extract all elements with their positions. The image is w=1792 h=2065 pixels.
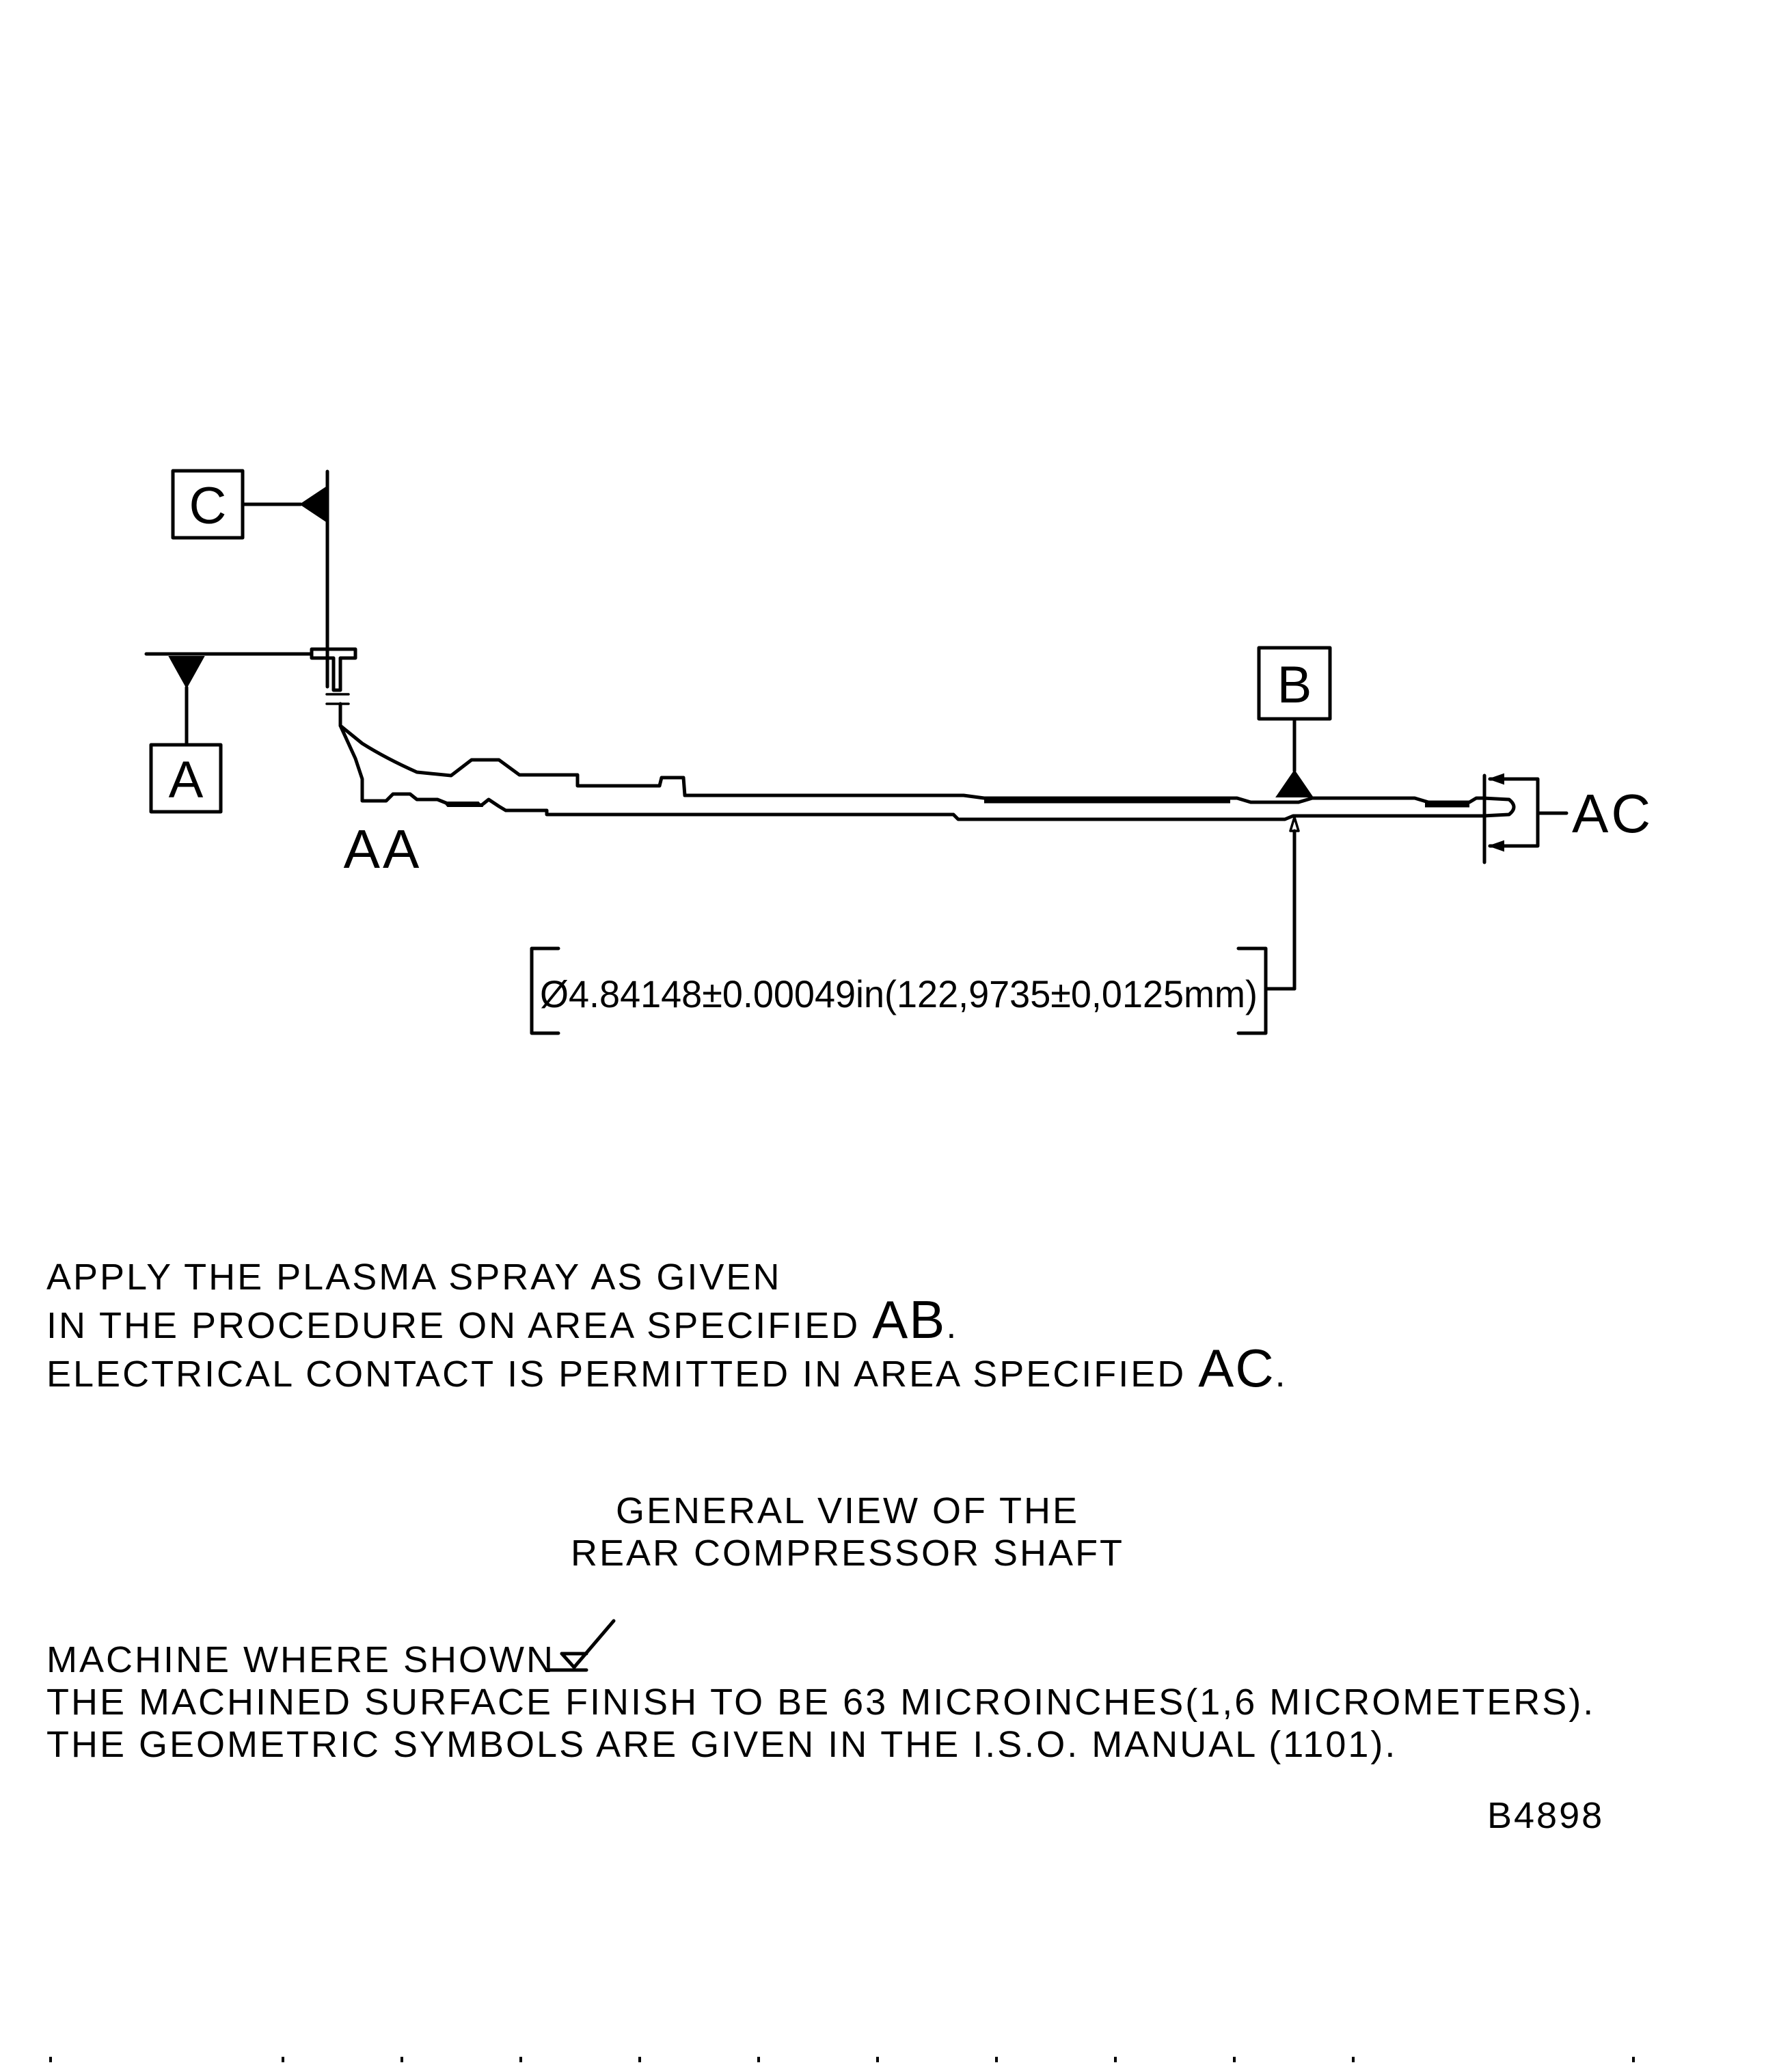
area-ac-label: AC [1572,783,1653,844]
bottom-mark [1233,2057,1236,2062]
bottom-mark [1114,2057,1117,2062]
area-ac-group: AC [1487,773,1653,852]
shaft-profile [310,647,1516,864]
plasma-note-line-1: APPLY THE PLASMA SPRAY AS GIVEN [46,1257,782,1298]
datum-a-label: A [169,751,204,809]
area-aa-label: AA [344,819,422,879]
machining-note-line-1: MACHINE WHERE SHOWN [46,1639,555,1680]
area-ac-arrow-bottom-icon [1487,840,1504,852]
datum-a-triangle-icon [168,656,205,689]
plasma-note-line-3: ELECTRICAL CONTACT IS PERMITTED IN AREA … [46,1341,1288,1395]
datum-c-label: C [189,477,227,535]
shaft-right-end [1481,796,1516,818]
diameter-dimension: Ø4.84148±0.00049in(122,9735±0,0125mm) [530,816,1300,1035]
datum-c-group: C [171,469,328,540]
view-title: GENERAL VIEW OF THE REAR COMPRESSOR SHAF… [0,1490,1695,1574]
dimension-bracket-right [1236,946,1268,1035]
plasma-note-line-3-text: ELECTRICAL CONTACT IS PERMITTED IN AREA … [46,1354,1186,1395]
plasma-note-area-ac: AC [1198,1338,1275,1398]
machining-check-icon [548,1619,616,1672]
view-title-line-2: REAR COMPRESSOR SHAFT [570,1533,1125,1574]
shaft-band-left [442,802,484,807]
shaft-inner-profile [504,808,1485,821]
machining-note-line-2: THE MACHINED SURFACE FINISH TO BE 63 MIC… [46,1682,1596,1723]
datum-b-label: B [1277,656,1312,714]
bottom-mark [519,2057,522,2062]
dimension-arrow-icon [1289,816,1300,832]
plasma-note-line-2: IN THE PROCEDURE ON AREA SPECIFIED AB. [46,1293,1288,1347]
plasma-note-area-ab: AB [872,1289,947,1350]
datum-b-triangle-icon [1275,769,1314,797]
dimension-text: Ø4.84148±0.00049in(122,9735±0,0125mm) [540,972,1258,1015]
bottom-mark [49,2057,52,2062]
datum-b-group: B [1257,646,1332,797]
datum-c-triangle-icon [299,485,328,523]
shaft-flange [310,647,357,692]
figure-id: B4898 [1487,1795,1605,1836]
bottom-mark [757,2057,760,2062]
machining-note-line-3: THE GEOMETRIC SYMBOLS ARE GIVEN IN THE I… [46,1724,1398,1765]
plasma-note-line-2-end: . [946,1305,959,1346]
bottom-mark [1632,2057,1635,2062]
plasma-note-line-3-end: . [1275,1354,1288,1395]
shaft-left-step [338,724,508,812]
bottom-mark [995,2057,998,2062]
datum-a-box [149,743,223,814]
plasma-spray-note: APPLY THE PLASMA SPRAY AS GIVEN IN THE P… [46,1256,1288,1395]
dimension-bracket-left [530,946,560,1035]
bottom-mark [401,2057,403,2062]
view-title-line-1: GENERAL VIEW OF THE [615,1490,1080,1531]
machining-note: MACHINE WHERE SHOWN THE MACHINED SURFACE… [46,1639,1595,1766]
datum-a-group: A [144,652,314,814]
shaft-outer-profile [338,702,1485,804]
bottom-mark [638,2057,641,2062]
area-ac-bracket [1488,777,1540,848]
area-ac-arrow-top-icon [1487,773,1504,785]
bottom-mark [1352,2057,1355,2062]
bottom-mark [876,2057,879,2062]
plasma-note-line-2-text: IN THE PROCEDURE ON AREA SPECIFIED [46,1305,860,1346]
bottom-mark [282,2057,284,2062]
